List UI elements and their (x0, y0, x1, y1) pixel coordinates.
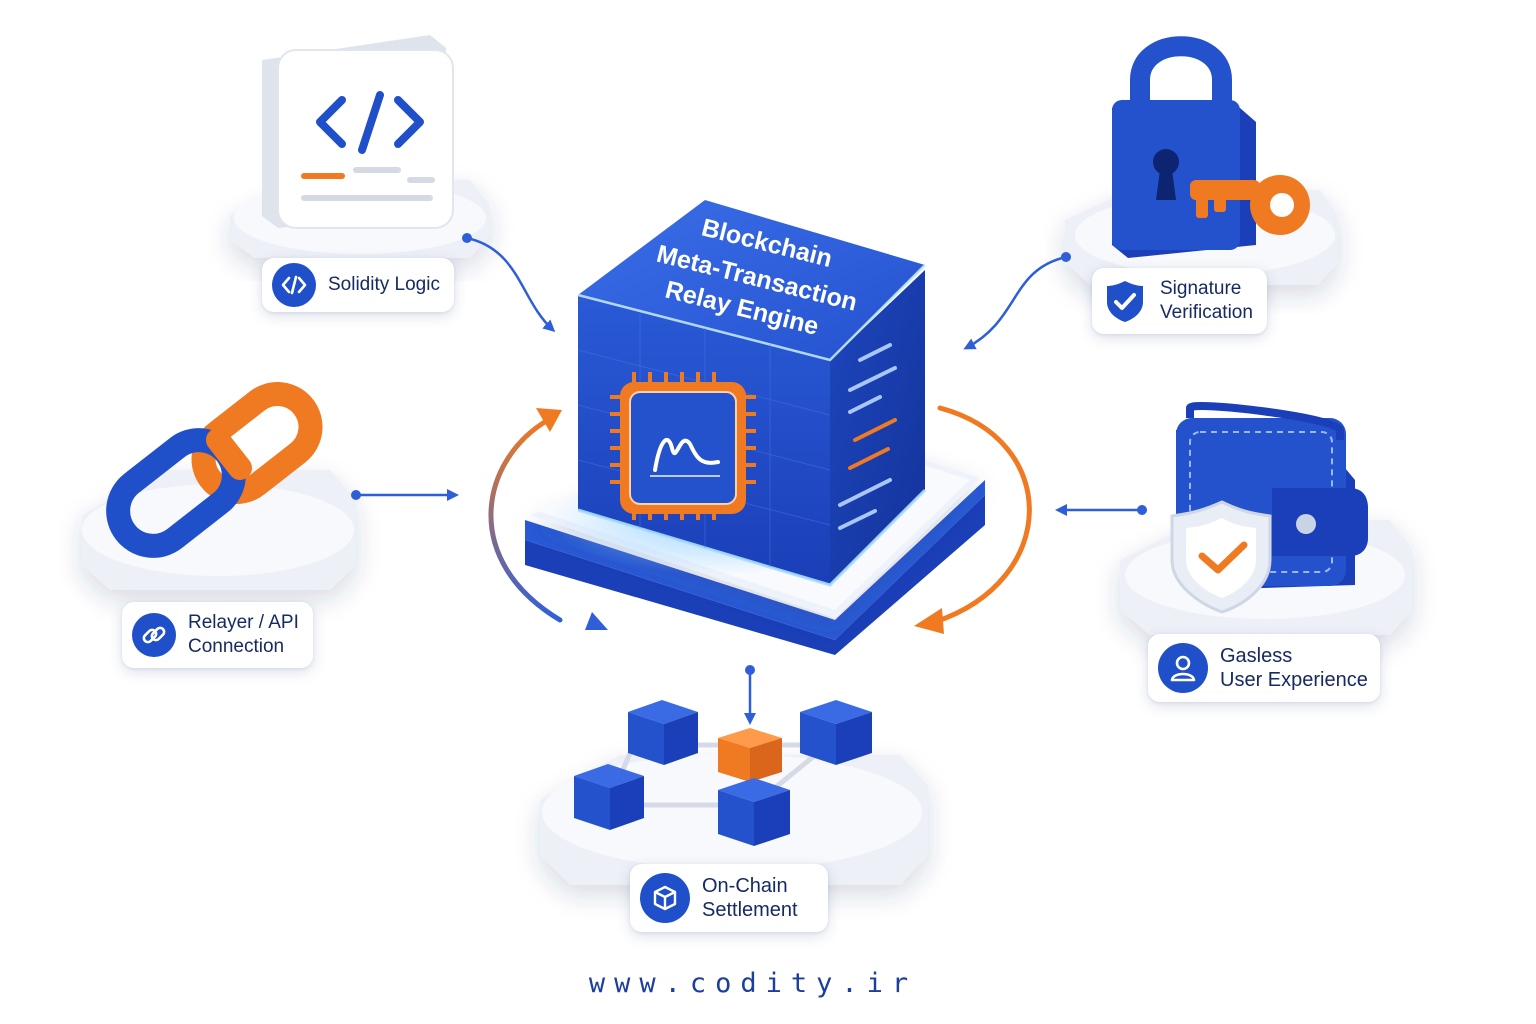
key-icon (1190, 175, 1310, 235)
cube-icon (640, 873, 690, 923)
relayer-label-line-1: Relayer / API (188, 612, 299, 633)
user-icon (1158, 643, 1208, 693)
chain-link-icon (106, 381, 323, 558)
settlement-label-line-2: Settlement (702, 899, 798, 921)
link-icon (132, 613, 176, 657)
gasless-label: Gasless User Experience (1148, 634, 1380, 702)
settlement-label-line-1: On-Chain (702, 875, 788, 897)
signature-chip-icon (610, 372, 756, 520)
relayer-label-line-2: Connection (188, 636, 285, 657)
signature-connector (963, 255, 1067, 350)
gasless-label-line-1: Gasless (1220, 645, 1293, 667)
cycle-arrows (488, 405, 1032, 634)
settlement-node (540, 700, 928, 885)
code-icon (272, 263, 316, 307)
solidity-node (230, 35, 490, 258)
solidity-label-text: Solidity Logic (328, 274, 440, 295)
settlement-label: On-Chain Settlement (630, 864, 828, 932)
signature-label-line-1: Signature (1160, 278, 1242, 299)
signature-label-line-2: Verification (1160, 302, 1253, 323)
website-footer[interactable]: www.codity.ir (588, 968, 918, 999)
signature-label: Signature Verification (1092, 268, 1267, 334)
code-brackets-icon (316, 91, 424, 154)
shield-check-icon (1102, 279, 1148, 323)
solidity-connector (466, 236, 556, 333)
padlock-icon (1112, 36, 1256, 258)
gasless-label-line-2: User Experience (1220, 669, 1368, 691)
solidity-label: Solidity Logic (262, 258, 454, 312)
relay-engine-cube: Blockchain Meta-Transaction Relay Engine (525, 200, 985, 655)
blockchain-blocks (574, 700, 872, 846)
signature-node (1065, 36, 1338, 285)
shield-check-illustration (1170, 500, 1272, 614)
relayer-node (82, 381, 356, 590)
gasless-node (1120, 402, 1412, 635)
relayer-label: Relayer / API Connection (122, 602, 313, 668)
